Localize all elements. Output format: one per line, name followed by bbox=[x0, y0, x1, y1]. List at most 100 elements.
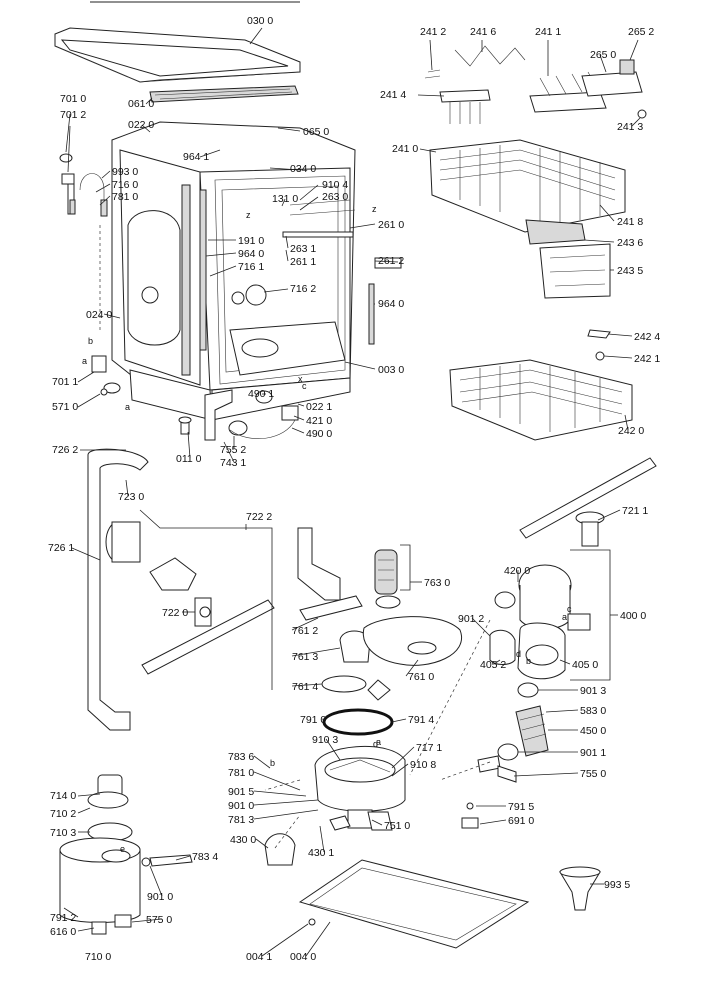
leader-line bbox=[429, 39, 433, 71]
part-number-label: 003 0 bbox=[378, 364, 404, 376]
part-number-label: 901 1 bbox=[580, 747, 606, 759]
part-number-label: 910 4 bbox=[322, 179, 348, 191]
leader-line bbox=[559, 659, 571, 665]
part-number-label: 743 1 bbox=[220, 457, 246, 469]
part-number-label: 265 0 bbox=[590, 49, 616, 61]
leader-line bbox=[371, 819, 383, 826]
leader-line bbox=[205, 252, 237, 257]
part-number-label: 726 1 bbox=[48, 542, 74, 554]
part-number-label: 761 3 bbox=[292, 651, 318, 663]
leader-line bbox=[291, 427, 305, 434]
part-number-label: 191 0 bbox=[238, 235, 264, 247]
letter-marker: z bbox=[372, 204, 377, 214]
leader-line bbox=[305, 921, 331, 957]
leader-line bbox=[125, 479, 129, 497]
part-number-label: 034 0 bbox=[290, 163, 316, 175]
letter-marker: x bbox=[298, 374, 303, 384]
letter-marker: d bbox=[516, 649, 521, 659]
part-number-label: 243 5 bbox=[617, 265, 643, 277]
part-number-label: 490 0 bbox=[306, 428, 332, 440]
leader-line bbox=[263, 288, 289, 293]
leader-line bbox=[253, 809, 319, 820]
connector-line bbox=[274, 814, 301, 849]
part-number-label: 761 0 bbox=[408, 671, 434, 683]
part-number-label: 781 0 bbox=[112, 191, 138, 203]
leader-line bbox=[321, 718, 327, 721]
part-number-label: 242 1 bbox=[634, 353, 660, 365]
letter-marker: a bbox=[562, 612, 567, 622]
upper-basket bbox=[429, 139, 626, 299]
part-number-label: 722 2 bbox=[246, 511, 272, 523]
part-number-label: 783 6 bbox=[228, 751, 254, 763]
part-number-label: 701 1 bbox=[52, 376, 78, 388]
part-number-label: 964 0 bbox=[378, 298, 404, 310]
leader-line bbox=[63, 907, 79, 918]
part-number-label: 065 0 bbox=[303, 126, 329, 138]
letter-marker: a bbox=[376, 737, 381, 747]
leader-line bbox=[141, 124, 151, 133]
part-number-label: 420 0 bbox=[504, 565, 530, 577]
leader-line bbox=[145, 97, 153, 105]
leader-line bbox=[391, 763, 409, 777]
leader-line bbox=[67, 125, 71, 173]
leader-line bbox=[187, 431, 191, 459]
part-number-label: 242 0 bbox=[618, 425, 644, 437]
leader-line bbox=[293, 415, 305, 421]
leader-line bbox=[101, 170, 111, 179]
part-number-label: 011 0 bbox=[176, 453, 202, 465]
leader-line bbox=[77, 807, 91, 814]
part-number-label: 763 0 bbox=[424, 577, 450, 589]
part-number-label: 263 0 bbox=[322, 191, 348, 203]
part-number-label: 726 2 bbox=[52, 444, 78, 456]
leader-line bbox=[131, 918, 163, 923]
part-number-label: 261 0 bbox=[378, 219, 404, 231]
letter-marker: b bbox=[526, 656, 531, 666]
part-number-label: 791 2 bbox=[50, 912, 76, 924]
part-number-label: 710 3 bbox=[50, 827, 76, 839]
part-number-label: 791 4 bbox=[408, 714, 434, 726]
part-number-label: 241 1 bbox=[535, 26, 561, 38]
leader-line bbox=[285, 235, 289, 249]
upper-spray-arm bbox=[519, 457, 657, 547]
leader-line bbox=[624, 414, 629, 431]
leader-line bbox=[471, 617, 491, 637]
part-number-label: 022 0 bbox=[128, 119, 154, 131]
lid-part bbox=[54, 27, 301, 83]
leader-line bbox=[253, 799, 319, 806]
part-number-label: 910 8 bbox=[410, 759, 436, 771]
bracket-line bbox=[400, 544, 411, 591]
part-number-label: 241 6 bbox=[470, 26, 496, 38]
part-number-label: 450 0 bbox=[580, 725, 606, 737]
leader-line bbox=[269, 167, 301, 171]
part-number-label: 717 1 bbox=[416, 742, 442, 754]
leader-line bbox=[71, 547, 101, 561]
part-number-label: 241 2 bbox=[420, 26, 446, 38]
leader-line bbox=[391, 746, 415, 769]
part-number-label: 901 0 bbox=[147, 891, 173, 903]
lower-basket bbox=[449, 329, 633, 441]
leader-line bbox=[253, 755, 271, 769]
part-number-label: 430 1 bbox=[308, 847, 334, 859]
part-number-label: 910 3 bbox=[312, 734, 338, 746]
connector-line bbox=[264, 779, 301, 791]
part-number-label: 716 1 bbox=[238, 261, 264, 273]
letter-marker: d bbox=[373, 739, 378, 749]
part-number-label: 405 0 bbox=[572, 659, 598, 671]
leader-line bbox=[277, 127, 301, 132]
leader-line bbox=[299, 184, 319, 201]
leader-line bbox=[291, 617, 319, 631]
leader-line bbox=[344, 361, 376, 370]
part-number-label: 430 0 bbox=[230, 834, 256, 846]
part-number-label: 400 0 bbox=[620, 610, 646, 622]
part-number-label: 755 2 bbox=[220, 444, 246, 456]
leader-line bbox=[77, 371, 95, 383]
leader-line bbox=[545, 709, 579, 713]
part-number-label: 993 0 bbox=[112, 166, 138, 178]
leader-line bbox=[285, 249, 289, 262]
part-number-label: 131 0 bbox=[272, 193, 298, 205]
leader-line bbox=[583, 239, 615, 243]
part-number-label: 901 2 bbox=[458, 613, 484, 625]
leader-line bbox=[281, 198, 286, 207]
